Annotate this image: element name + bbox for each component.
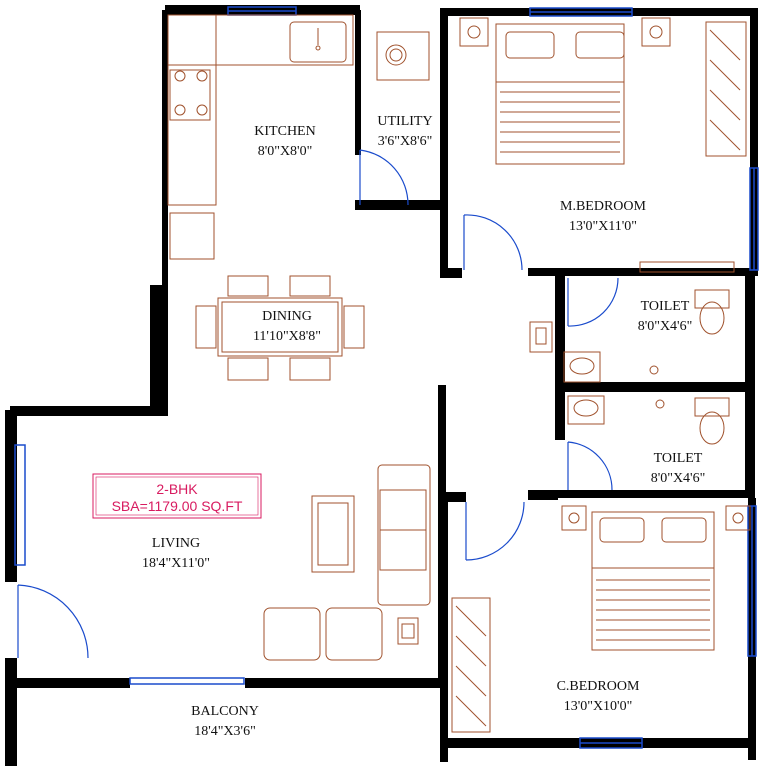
badge-type: 2-BHK bbox=[156, 481, 198, 497]
master-bedroom-name: M.BEDROOM bbox=[560, 199, 647, 214]
area-badge: 2-BHK SBA=1179.00 SQ.FT bbox=[92, 473, 262, 519]
toilet-1-name: TOILET bbox=[641, 299, 690, 314]
balcony-name: BALCONY bbox=[191, 704, 259, 719]
kitchen-size: 8'0"X8'0" bbox=[258, 144, 313, 159]
living-name: LIVING bbox=[152, 536, 200, 551]
toilet-2-size: 8'0"X4'6" bbox=[651, 471, 706, 486]
badge-area: SBA=1179.00 SQ.FT bbox=[112, 498, 243, 514]
master-bedroom-size: 13'0"X11'0" bbox=[569, 219, 637, 234]
balcony-size: 18'4"X3'6" bbox=[194, 724, 256, 739]
doors bbox=[17, 149, 619, 659]
utility-name: UTILITY bbox=[377, 114, 432, 129]
toilet-2-name: TOILET bbox=[654, 451, 703, 466]
toilet-1-size: 8'0"X4'6" bbox=[638, 319, 693, 334]
dining-size: 11'10"X8'8" bbox=[253, 329, 321, 344]
room-labels: KITCHEN 8'0"X8'0" UTILITY 3'6"X8'6" M.BE… bbox=[142, 114, 705, 739]
utility-size: 3'6"X8'6" bbox=[378, 134, 433, 149]
living-size: 18'4"X11'0" bbox=[142, 556, 210, 571]
dining-name: DINING bbox=[262, 309, 312, 324]
kitchen-name: KITCHEN bbox=[254, 124, 315, 139]
windows bbox=[14, 6, 759, 749]
furniture bbox=[167, 14, 751, 733]
children-bedroom-name: C.BEDROOM bbox=[557, 679, 640, 694]
children-bedroom-size: 13'0"X10'0" bbox=[564, 699, 633, 714]
